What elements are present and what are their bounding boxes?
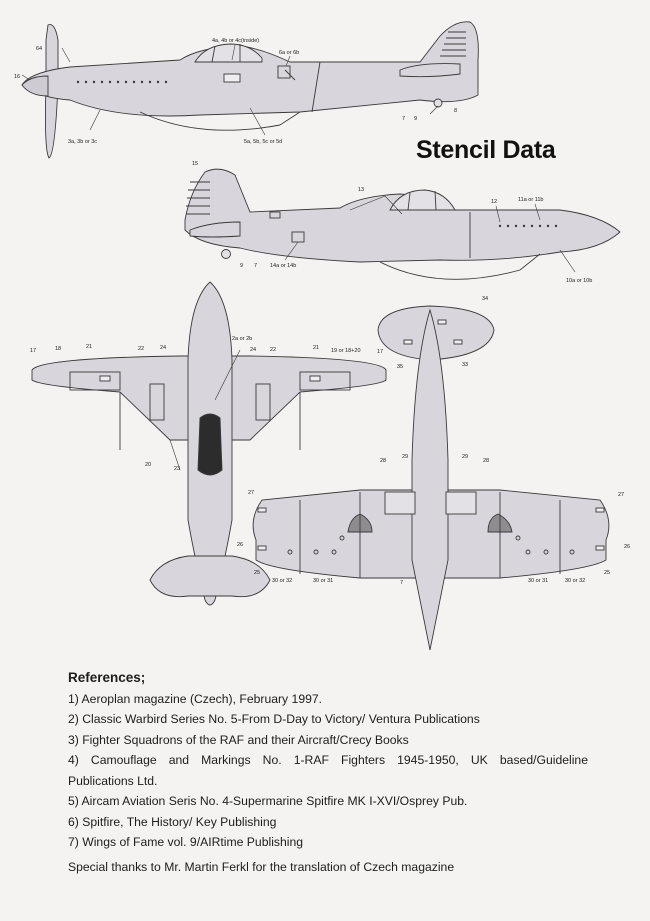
callout-25-left: 25: [254, 570, 260, 576]
callout-34: 34: [482, 296, 488, 302]
callout-7-bottom: 7: [400, 580, 403, 586]
callout-12: 12: [491, 199, 497, 205]
side-view-left: [21, 21, 479, 159]
callout-17-left: 17: [30, 348, 36, 354]
reference-item: 2) Classic Warbird Series No. 5-From D-D…: [68, 712, 480, 726]
references-heading: References;: [68, 670, 146, 685]
reference-item: 6) Spitfire, The History/ Key Publishing: [68, 814, 277, 829]
callout-26-left: 26: [237, 542, 243, 548]
leader-lines: [21, 44, 576, 471]
callout-11: 11a or 11b: [518, 197, 543, 203]
callout-28-left: 28: [380, 458, 386, 464]
callout-30-or-32-left: 30 or 32: [272, 578, 292, 584]
callout-33: 33: [462, 362, 468, 368]
callout-15: 15: [192, 161, 198, 167]
callout-19: 19 or 18+20: [331, 348, 361, 354]
reference-item: 7) Wings of Fame vol. 9/AIRtime Publishi…: [68, 835, 304, 849]
callout-3: 3a, 3b or 3c: [68, 139, 97, 145]
callout-6: 6a or 6b: [279, 50, 299, 56]
callout-4: 4a, 4b or 4c(inside): [212, 38, 259, 44]
callout-23: 23: [174, 466, 180, 472]
callout-30-or-32-right: 30 or 32: [565, 578, 585, 584]
callout-10: 10a or 10b: [566, 278, 592, 284]
callout-30-or-31-left: 30 or 31: [313, 578, 333, 584]
reference-item: 3) Fighter Squadrons of the RAF and thei…: [68, 732, 409, 747]
callout-21-right: 21: [313, 345, 319, 351]
callout-22-left: 22: [138, 346, 144, 352]
reference-item: 1) Aeroplan magazine (Czech), February 1…: [68, 691, 323, 706]
callout-9-side2: 9: [240, 263, 243, 269]
callout-20: 20: [145, 462, 151, 468]
callout-5: 5a, 5b, 5c or 5d: [244, 139, 282, 145]
acknowledgement-text: Special thanks to Mr. Martin Ferkl for t…: [68, 860, 455, 874]
reference-item: 4) Camouflage and Markings No. 1-RAF Fig…: [68, 753, 588, 767]
callout-9: 9: [414, 116, 417, 122]
callout-29-left: 29: [402, 454, 408, 460]
callout-28-right: 28: [483, 458, 489, 464]
callout-17-right: 17: [377, 349, 383, 355]
side-view-right: [184, 168, 621, 280]
top-view: [31, 281, 387, 606]
callout-18: 18: [55, 346, 61, 352]
callout-13: 13: [358, 187, 364, 193]
callout-24-left: 24: [160, 345, 166, 351]
callout-27-left: 27: [248, 490, 254, 496]
callout-14: 14a or 14b: [270, 263, 296, 269]
callout-7-side2: 7: [254, 263, 257, 269]
callout-24-right: 24: [250, 347, 256, 353]
callout-7: 7: [402, 116, 405, 122]
callout-35: 35: [397, 364, 403, 370]
callout-25-right: 25: [604, 570, 610, 576]
callout-26-right: 26: [624, 544, 630, 550]
bottom-view: [252, 305, 610, 651]
references-list: 1) Aeroplan magazine (Czech), February 1…: [68, 689, 588, 853]
page-title: Stencil Data: [416, 136, 556, 164]
callout-22-right: 22: [270, 347, 276, 353]
callout-21-left: 21: [86, 344, 92, 350]
callout-16: 16: [14, 74, 20, 80]
callout-30-or-31-right: 30 or 31: [528, 578, 548, 584]
callout-8: 8: [454, 108, 457, 114]
callout-27-right: 27: [618, 492, 624, 498]
reference-item: 5) Aircam Aviation Seris No. 4-Supermari…: [68, 794, 468, 808]
callout-29-right: 29: [462, 454, 468, 460]
references-section: References; 1) Aeroplan magazine (Czech)…: [68, 668, 588, 853]
callout-64: 64: [36, 46, 42, 52]
callout-2: 2a or 2b: [232, 336, 252, 342]
aircraft-drawings: 64 16 4a, 4b or 4c(inside) 6a or 6b 8 7 …: [14, 21, 630, 651]
reference-item-continuation: Publications Ltd.: [68, 773, 158, 788]
